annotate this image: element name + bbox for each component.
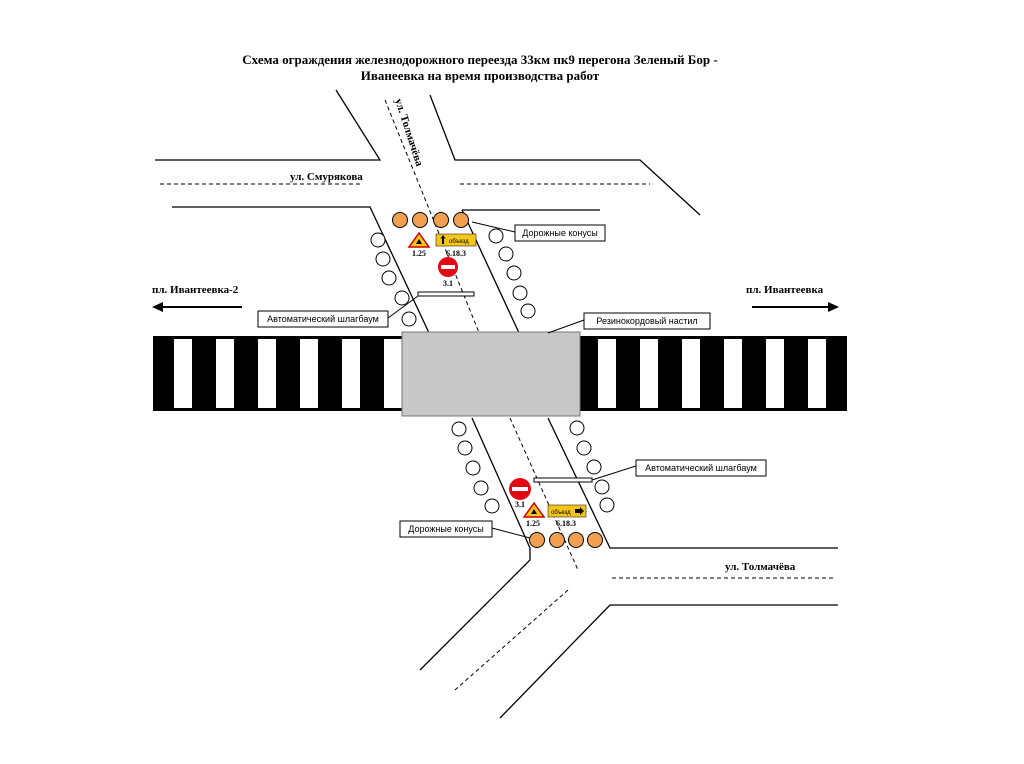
orange-cone [433,212,449,228]
sleeper-stripe [342,339,360,408]
callout-rubber-deck-label: Резинокордовый настил [596,316,697,326]
detour-sign-top: объезд 6.18.3 [435,233,477,258]
sleeper-stripe [384,339,402,408]
barrier-bottom [533,477,593,483]
no-entry-sign-bottom: 3.1 [509,478,531,509]
road-work-sign-bottom: 1.25 [522,501,546,528]
title-line-2: Иванеевка на время производства работ [361,68,600,83]
callout-cones-top-label: Дорожные конусы [522,228,597,238]
arrow-right-icon [828,302,839,312]
callout-cones-top: Дорожные конусы [471,221,606,242]
callout-cones-bottom-label: Дорожные конусы [408,524,483,534]
lower-roads [419,417,838,719]
railway-sleepers [174,339,826,408]
sleeper-stripe [174,339,192,408]
street-label-tolmacheva-bottom: ул. Толмачёва [725,561,796,573]
sleeper-stripe [766,339,784,408]
direction-right-label: пл. Ивантеевка [746,284,824,296]
orange-cone [529,532,545,548]
orange-cone [587,532,603,548]
barrier-top [417,291,475,297]
road-work-code-top: 1.25 [412,249,426,258]
detour-text-top: объезд [449,239,469,245]
white-cone [488,228,504,244]
white-cone [506,265,522,281]
sleeper-stripe [682,339,700,408]
arrow-right-icon [575,507,584,515]
callout-rubber-deck: Резинокордовый настил [547,312,711,334]
white-cone [375,251,391,267]
white-cone [569,420,585,436]
detour-sign-bottom: объезд 6.18.3 [547,504,587,528]
sleeper-stripe [640,339,658,408]
arrow-up-icon [440,235,446,244]
sleeper-stripe [258,339,276,408]
orange-cone [412,212,428,228]
detour-code-bottom: 6.18.3 [556,519,576,528]
title-line-1: Схема ограждения железнодорожного переез… [242,52,717,67]
sleeper-stripe [216,339,234,408]
sleeper-stripe [300,339,318,408]
no-entry-code-top: 3.1 [443,279,453,288]
white-cone [451,421,467,437]
orange-cones [392,212,603,548]
white-cone [594,479,610,495]
white-cone [370,232,386,248]
sleeper-stripe [808,339,826,408]
white-cone [599,497,615,513]
street-label-smuryakova: ул. Смурякова [290,171,363,183]
orange-cone [568,532,584,548]
white-cone [586,459,602,475]
sleeper-stripe [598,339,616,408]
sign-group-top: 1.25 объезд 6.18.3 3.1 [407,231,477,288]
callout-barrier-bottom-label: Автоматический шлагбаум [645,463,757,473]
white-cone [394,290,410,306]
callout-barrier-top-label: Автоматический шлагбаум [267,314,379,324]
detour-text-bottom: объезд [551,510,571,516]
arrow-left-icon [152,302,163,312]
white-cone [498,246,514,262]
callout-barrier-top: Автоматический шлагбаум [257,295,419,328]
sign-group-bottom: 3.1 1.25 объезд 6.18.3 [509,478,587,528]
white-cone [576,440,592,456]
callout-barrier-bottom: Автоматический шлагбаум [591,459,767,481]
no-entry-sign-top: 3.1 [438,257,458,288]
street-label-tolmacheva-vertical: ул. Толмачёва [392,97,425,168]
white-cones [370,228,615,514]
detour-code-top: 6.18.3 [446,249,466,258]
white-cone [457,440,473,456]
direction-right: пл. Ивантеевка [746,284,839,312]
white-cone [401,311,417,327]
white-cone [473,480,489,496]
sleeper-stripe [724,339,742,408]
white-cone [465,460,481,476]
white-cone [520,303,536,319]
white-cone [484,498,500,514]
white-cone [381,270,397,286]
upper-roads [155,89,701,336]
orange-cone [549,532,565,548]
railway [153,336,847,411]
rubber-deck [401,331,581,417]
direction-left: пл. Ивантеевка-2 [152,284,242,312]
direction-left-label: пл. Ивантеевка-2 [152,284,239,296]
orange-cone [392,212,408,228]
road-work-sign-top: 1.25 [407,231,431,258]
road-work-code-bottom: 1.25 [526,519,540,528]
white-cone [512,285,528,301]
callout-cones-bottom: Дорожные конусы [399,520,531,539]
orange-cone [453,212,469,228]
no-entry-code-bottom: 3.1 [515,500,525,509]
